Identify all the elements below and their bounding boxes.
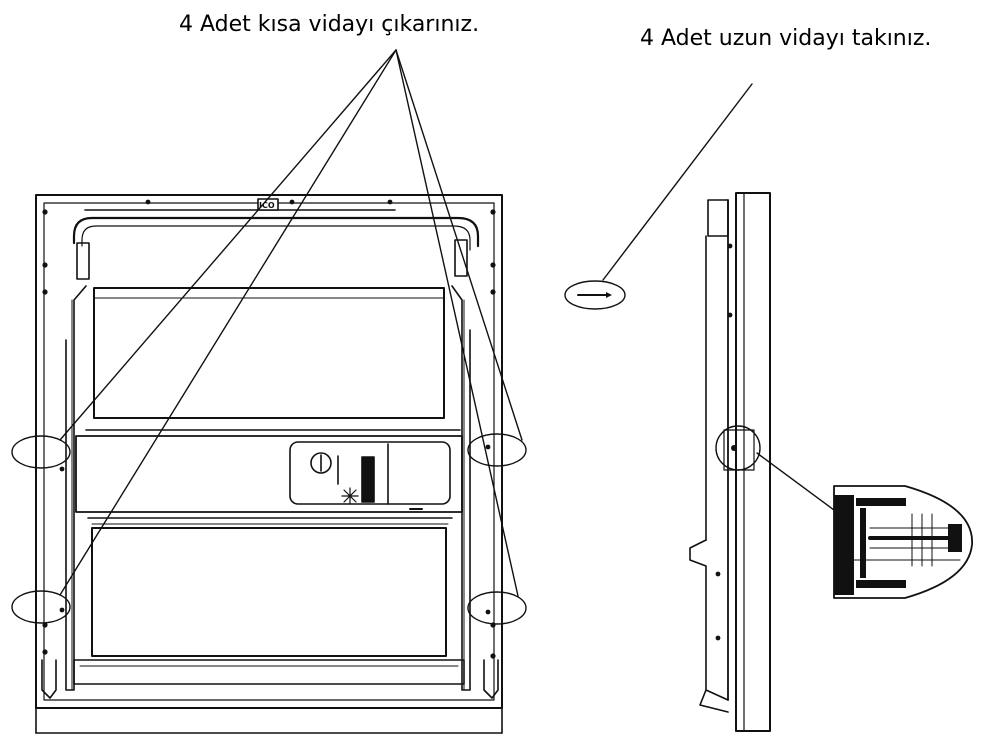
door-side-view — [689, 192, 835, 732]
short-screw-marker-lower-left — [11, 590, 71, 624]
screw-detail-zoom — [833, 485, 973, 599]
side-door-bottom-profile — [689, 539, 729, 701]
door-top-latch-badge: ICO — [259, 201, 275, 210]
leader-to-lower-right — [395, 49, 519, 597]
leader-to-lower-left — [59, 49, 397, 596]
door-control-knob — [310, 452, 332, 474]
door-control-indicator — [361, 456, 375, 503]
side-top-bracket — [707, 199, 729, 237]
detail-bottom-plate — [856, 580, 906, 588]
door-control-panel — [75, 435, 463, 513]
short-screw-marker-upper-right — [467, 433, 527, 467]
door-control-module — [289, 441, 451, 505]
detail-door-edge — [834, 495, 854, 595]
leader-to-upper-left — [59, 49, 397, 441]
door-right-rail — [451, 285, 471, 691]
door-hinge-bottom-left — [41, 659, 57, 699]
detail-top-plate — [856, 498, 906, 506]
long-screw-callout — [564, 83, 753, 310]
door-screw-dots — [42, 199, 496, 659]
door-hinge-bottom-right — [483, 659, 499, 699]
side-outer-panel — [735, 192, 771, 732]
short-screw-marker-lower-right — [467, 591, 527, 625]
long-screw-icon-head — [606, 292, 612, 298]
door-control-snowflake-icon — [341, 487, 359, 505]
detail-screw-thread — [869, 527, 949, 549]
door-upper-panel — [93, 287, 445, 419]
door-hinge-top-left — [76, 242, 90, 280]
detail-bracket — [860, 508, 866, 578]
detail-outline — [833, 485, 973, 599]
door-top-rail-inner — [81, 225, 471, 251]
remove-short-screws-label: 4 Adet kısa vidayı çıkarınız. — [179, 12, 480, 37]
door-left-rail — [65, 285, 87, 691]
install-long-screws-label: 4 Adet uzun vidayı takınız. — [640, 26, 932, 51]
door-bottom-rail — [73, 659, 465, 685]
long-screw-marker — [564, 280, 626, 310]
door-top-rail — [72, 216, 480, 248]
short-screw-marker-upper-left — [11, 435, 71, 469]
detail-screw-head — [948, 524, 962, 552]
short-screw-markers — [11, 433, 527, 625]
door-front-view: ICO — [35, 194, 503, 734]
side-detail-leader — [756, 452, 835, 511]
door-hinge-top-right — [454, 239, 468, 277]
side-door-hinge — [699, 689, 729, 713]
leader-to-upper-right — [395, 49, 523, 441]
door-inner-frame — [43, 202, 495, 701]
short-screw-leaders — [59, 49, 523, 597]
side-screw-dots — [715, 243, 737, 641]
door-outer-frame — [35, 194, 503, 709]
door-lower-panel — [91, 527, 447, 657]
detail-hatching — [911, 513, 933, 567]
long-screw-leader — [602, 83, 753, 281]
side-detail-marker — [715, 425, 761, 471]
